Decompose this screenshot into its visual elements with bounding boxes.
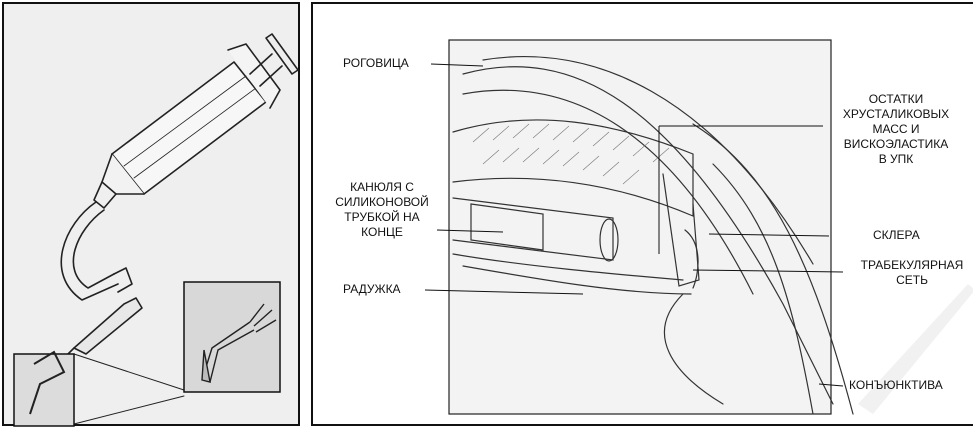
cannula-label-line: СИЛИКОНОВОЙ — [327, 195, 437, 210]
syringe-illustration-panel — [2, 2, 300, 426]
cannula-label-line: КОНЦЕ — [327, 225, 437, 240]
trabecular-mesh-label: ТРАБЕКУЛЯРНАЯ СЕТЬ — [849, 258, 973, 288]
trabecular-label-line: СЕТЬ — [849, 273, 973, 288]
residues-label-line: ХРУСТАЛИКОВЫХ — [821, 107, 971, 122]
eye-section-panel: РОГОВИЦА КАНЮЛЯ С СИЛИКОНОВОЙ ТРУБКОЙ НА… — [311, 2, 973, 426]
residues-label-line: МАСС И — [821, 122, 971, 137]
sclera-label: СКЛЕРА — [873, 228, 920, 243]
cannula-label-line: КАНЮЛЯ С — [327, 180, 437, 195]
cannula-label: КАНЮЛЯ С СИЛИКОНОВОЙ ТРУБКОЙ НА КОНЦЕ — [327, 180, 437, 240]
syringe-icon — [4, 4, 302, 428]
cornea-label: РОГОВИЦА — [343, 56, 409, 71]
residues-label-line: ВИСКОЭЛАСТИКА — [821, 137, 971, 152]
cannula-label-line: ТРУБКОЙ НА — [327, 210, 437, 225]
residues-label-line: ОСТАТКИ — [821, 92, 971, 107]
residues-label-line: В УПК — [821, 152, 971, 167]
iris-label: РАДУЖКА — [343, 282, 401, 297]
trabecular-label-line: ТРАБЕКУЛЯРНАЯ — [849, 258, 973, 273]
conjunctiva-label: КОНЪЮНКТИВА — [849, 378, 943, 393]
lens-residues-label: ОСТАТКИ ХРУСТАЛИКОВЫХ МАСС И ВИСКОЭЛАСТИ… — [821, 92, 971, 167]
